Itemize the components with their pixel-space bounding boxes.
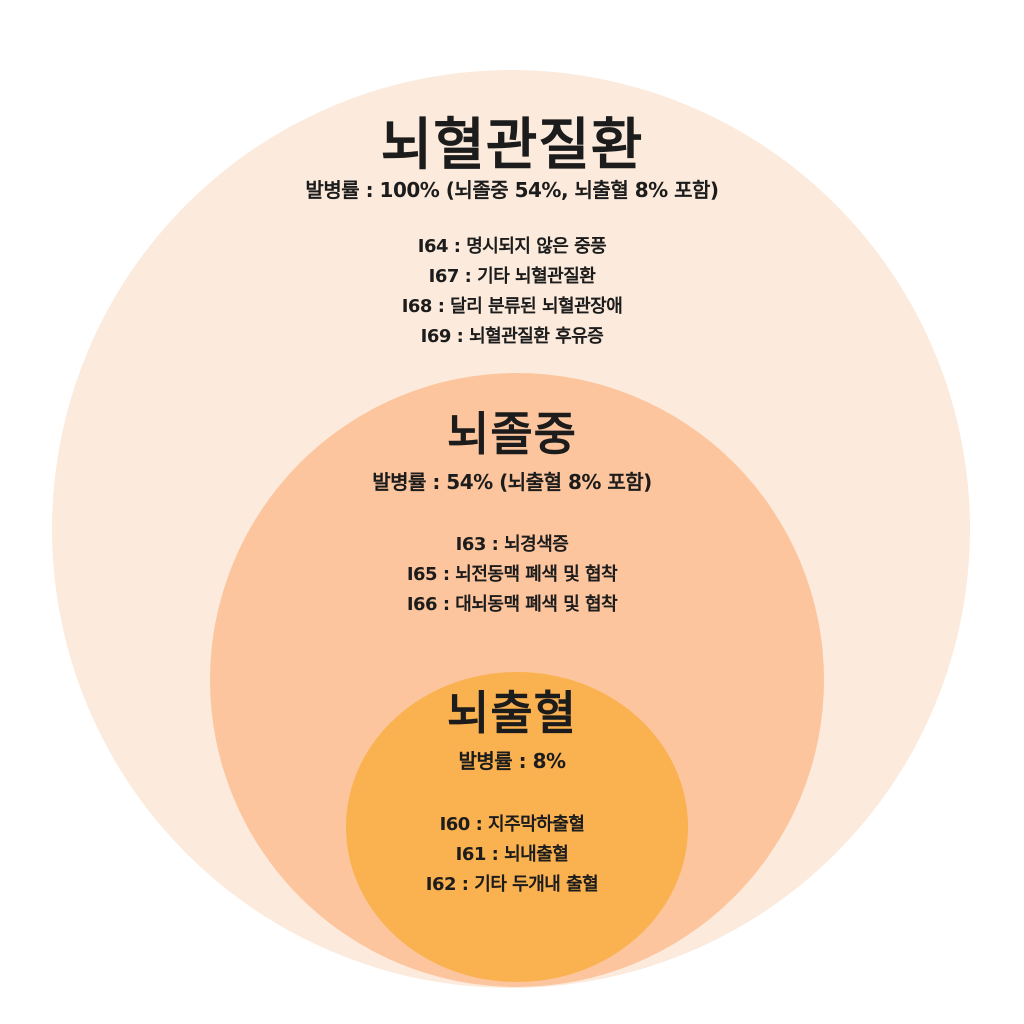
- outer-title: 뇌혈관질환: [380, 113, 644, 178]
- outer-rate: 발병률 : 100% (뇌졸중 54%, 뇌출혈 8% 포함): [305, 178, 719, 202]
- middle-rate: 발병률 : 54% (뇌출혈 8% 포함): [372, 470, 652, 494]
- outer-code-item: I68 : 달리 분류된 뇌혈관장애: [401, 296, 623, 317]
- middle-code-list: I63 : 뇌경색증 I65 : 뇌전동맥 폐색 및 협착 I66 : 대뇌동맥…: [0, 530, 1024, 620]
- inner-circle-hemorrhage: [346, 672, 688, 982]
- middle-code-item: I63 : 뇌경색증: [455, 534, 569, 555]
- inner-title: 뇌출혈: [447, 686, 577, 740]
- inner-code-item: I62 : 기타 두개내 출혈: [425, 874, 599, 895]
- inner-rate: 발병률 : 8%: [458, 749, 566, 773]
- inner-code-item: I60 : 지주막하출혈: [439, 814, 585, 835]
- middle-code-item: I66 : 대뇌동맥 폐색 및 협착: [406, 594, 618, 615]
- outer-code-item: I69 : 뇌혈관질환 후유증: [420, 326, 604, 347]
- middle-code-item: I65 : 뇌전동맥 폐색 및 협착: [406, 564, 618, 585]
- middle-title: 뇌졸중: [447, 407, 577, 461]
- inner-code-list: I60 : 지주막하출혈 I61 : 뇌내출혈 I62 : 기타 두개내 출혈: [0, 810, 1024, 900]
- outer-code-item: I67 : 기타 뇌혈관질환: [428, 266, 596, 287]
- inner-code-item: I61 : 뇌내출혈: [455, 844, 569, 865]
- outer-code-list: I64 : 명시되지 않은 중풍 I67 : 기타 뇌혈관질환 I68 : 달리…: [0, 232, 1024, 352]
- outer-code-item: I64 : 명시되지 않은 중풍: [417, 236, 607, 257]
